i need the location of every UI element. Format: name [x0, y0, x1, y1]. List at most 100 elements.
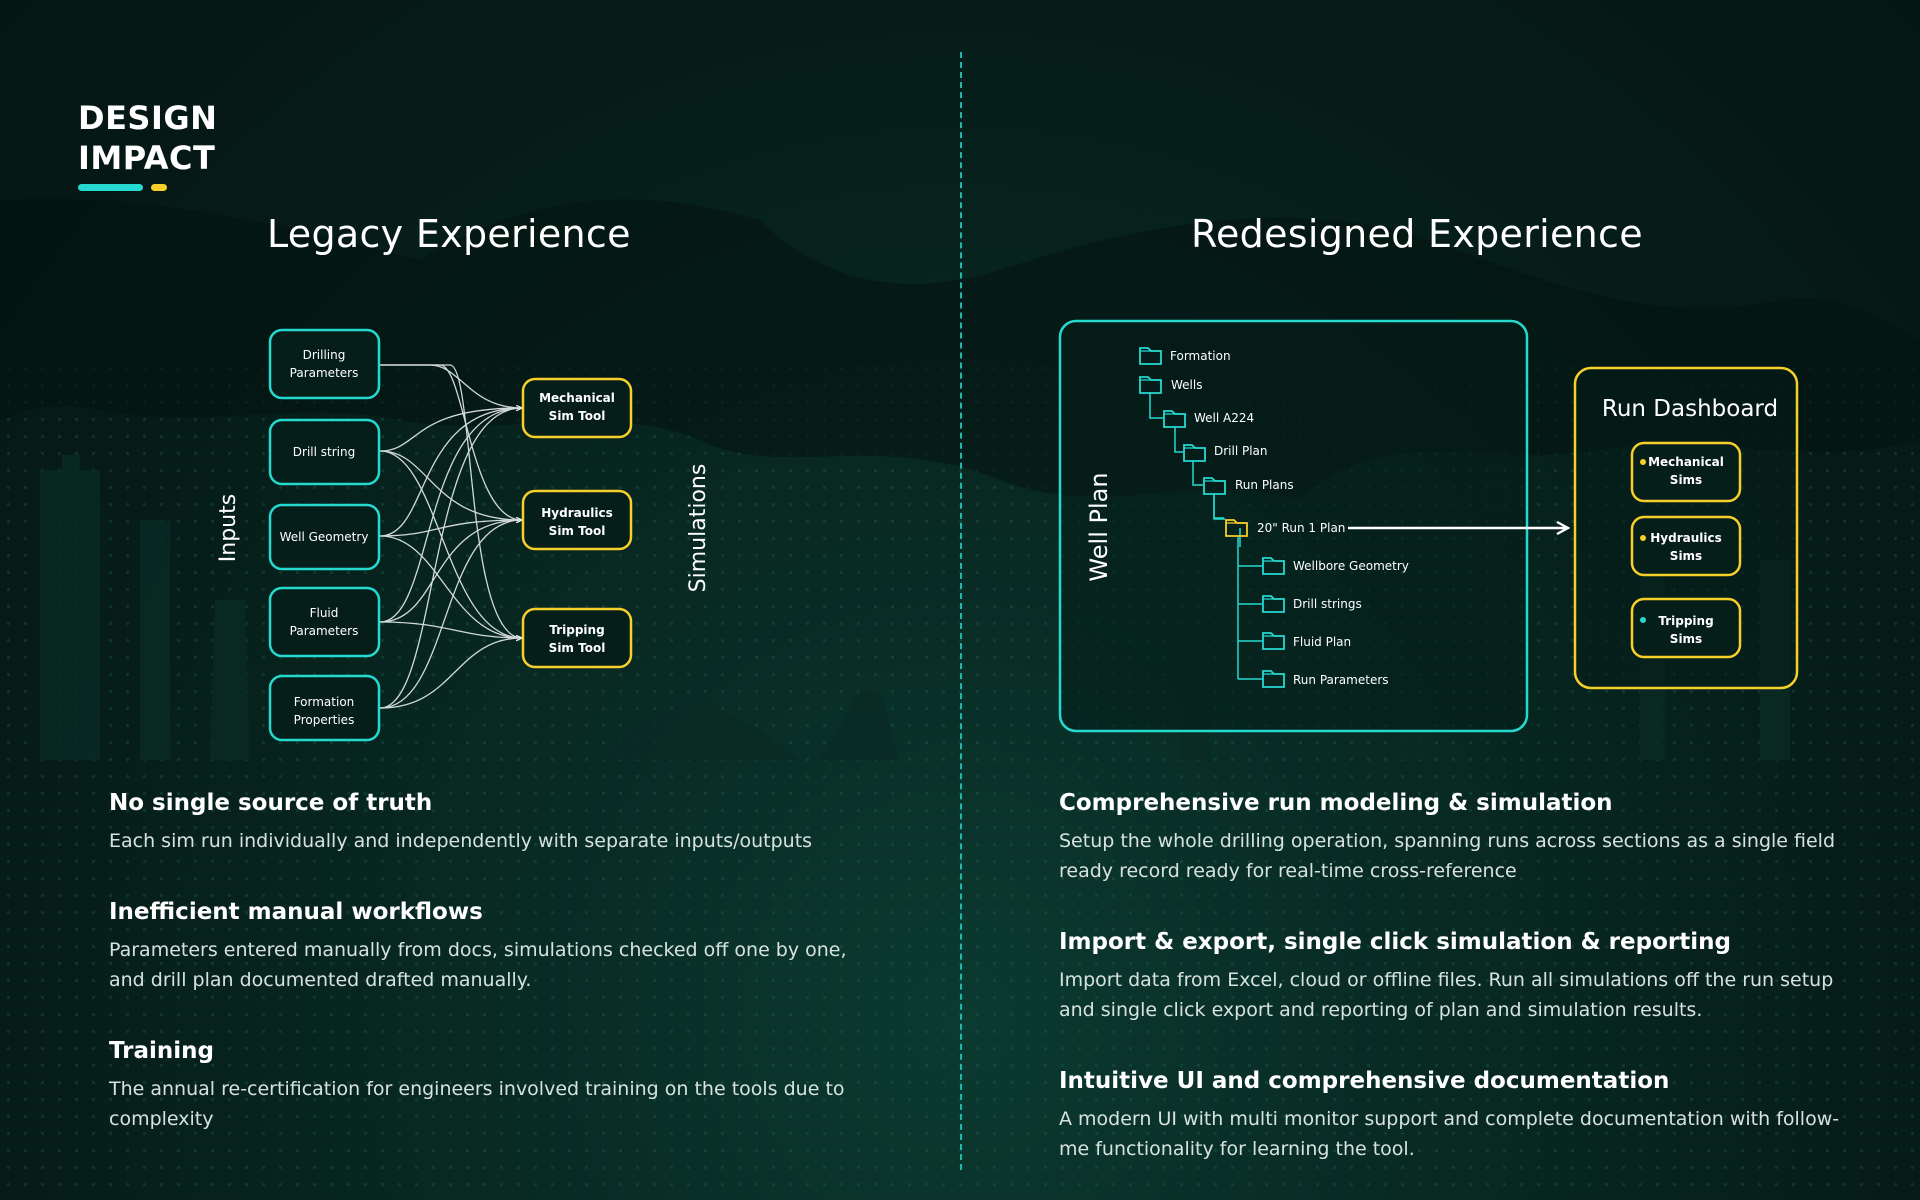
- tree-line: [1213, 494, 1225, 520]
- tree-branch: [1237, 537, 1262, 680]
- connector: [379, 450, 522, 520]
- legacy-point-body: Each sim run individually and independen…: [109, 830, 813, 852]
- legacy-point: No single source of truth Each sim run i…: [109, 788, 909, 856]
- legacy-point: Training The annual re-certification for…: [109, 1036, 899, 1134]
- folder-icon-highlighted: [1225, 519, 1248, 537]
- folder-icon: [1262, 557, 1285, 575]
- redesigned-point-title: Comprehensive run modeling & simulation: [1059, 790, 1613, 816]
- dashboard-item-line2: Sims: [1670, 473, 1702, 487]
- input-node-line2: Parameters: [290, 366, 359, 380]
- redesigned-point-body: Setup the whole drilling operation, span…: [1059, 830, 1836, 882]
- tree-item-child: Run Parameters: [1293, 673, 1389, 687]
- connector: [379, 408, 522, 452]
- page-title: DESIGN IMPACT: [78, 98, 217, 178]
- folder-icon: [1203, 477, 1226, 495]
- tree-item-child: Fluid Plan: [1293, 635, 1351, 649]
- tree-item-well: Well A224: [1194, 411, 1254, 425]
- legacy-point-body: The annual re-certification for engineer…: [109, 1078, 845, 1130]
- redesigned-point: Import & export, single click simulation…: [1059, 927, 1849, 1025]
- legacy-point: Inefficient manual workflows Parameters …: [109, 897, 879, 995]
- status-dot: [1640, 459, 1646, 465]
- section-divider: [960, 52, 962, 1170]
- redesigned-point-title: Intuitive UI and comprehensive documenta…: [1059, 1068, 1670, 1094]
- connector: [379, 450, 522, 638]
- sim-tool-line1: Mechanical: [539, 391, 615, 405]
- accent-bar-yellow: [151, 184, 167, 191]
- tree-item-run-plans: Run Plans: [1235, 478, 1294, 492]
- accent-bar-teal: [78, 184, 143, 191]
- input-node: Drilling Parameters: [268, 328, 381, 400]
- dashboard-item-line2: Sims: [1670, 549, 1702, 563]
- dashboard-item-line2: Sims: [1670, 632, 1702, 646]
- input-node: Well Geometry: [268, 503, 381, 571]
- redesigned-heading: Redesigned Experience: [1191, 212, 1643, 256]
- sim-tool-line1: Tripping: [549, 623, 604, 637]
- redesigned-point: Intuitive UI and comprehensive documenta…: [1059, 1066, 1849, 1164]
- folder-icon: [1163, 410, 1186, 428]
- well-plan-label: Well Plan: [1085, 472, 1113, 581]
- folder-icon: [1183, 444, 1206, 462]
- legacy-point-title: Training: [109, 1038, 215, 1064]
- connector: [380, 364, 522, 638]
- tree-item-wells: Wells: [1171, 378, 1202, 392]
- connector: [379, 520, 522, 537]
- connector: [379, 408, 522, 623]
- tree-item-drill-plan: Drill Plan: [1214, 444, 1268, 458]
- connector: [379, 408, 522, 709]
- legacy-point-title: Inefficient manual workflows: [109, 899, 483, 925]
- input-node-line2: Parameters: [290, 624, 359, 638]
- connector: [379, 638, 522, 709]
- input-node-line1: Fluid: [310, 606, 339, 620]
- legacy-heading: Legacy Experience: [267, 212, 631, 256]
- redesigned-point: Comprehensive run modeling & simulation …: [1059, 788, 1849, 886]
- tree-item-child: Drill strings: [1293, 597, 1362, 611]
- folder-icon: [1262, 632, 1285, 650]
- run-dashboard-title: Run Dashboard: [1602, 396, 1778, 422]
- dashboard-item-line1: Hydraulics: [1650, 531, 1722, 545]
- inputs-axis-label: Inputs: [216, 494, 241, 562]
- dashboard-item-line1: Tripping: [1658, 614, 1713, 628]
- connector: [380, 364, 522, 520]
- connector: [379, 408, 522, 537]
- sim-tool-node: Tripping Sim Tool: [521, 607, 633, 669]
- tree-line: [1192, 461, 1203, 486]
- dashboard-item-line1: Mechanical: [1648, 455, 1724, 469]
- tree-item-run: 20" Run 1 Plan: [1257, 521, 1345, 535]
- redesigned-point-body: Import data from Excel, cloud or offline…: [1059, 969, 1834, 1021]
- redesigned-point-title: Import & export, single click simulation…: [1059, 929, 1731, 955]
- connector: [379, 520, 522, 709]
- sim-tool-line2: Sim Tool: [549, 409, 606, 423]
- input-node-line2: Properties: [294, 713, 355, 727]
- title-line-1: DESIGN: [78, 99, 218, 137]
- sim-tool-line2: Sim Tool: [549, 524, 606, 538]
- folder-icon: [1139, 347, 1162, 365]
- status-dot: [1640, 535, 1646, 541]
- connector: [379, 520, 522, 623]
- legacy-point-body: Parameters entered manually from docs, s…: [109, 939, 847, 991]
- input-node: Fluid Parameters: [268, 586, 381, 658]
- input-node-line1: Formation: [294, 695, 355, 709]
- dashboard-item: Hydraulics Sims: [1630, 515, 1742, 577]
- connector: [379, 535, 522, 638]
- input-node-line1: Drill string: [293, 445, 355, 459]
- input-node: Formation Properties: [268, 674, 381, 742]
- input-node-line1: Well Geometry: [280, 530, 369, 544]
- dashboard-item: Tripping Sims: [1630, 597, 1742, 659]
- redesigned-diagram: Well Plan Formation Wells Well A224: [1058, 319, 1799, 733]
- tree-line: [1174, 427, 1183, 453]
- simulations-axis-label: Simulations: [686, 464, 711, 593]
- legacy-connectors: [379, 364, 522, 709]
- folder-icon: [1139, 376, 1162, 394]
- sim-tool-node: Hydraulics Sim Tool: [521, 489, 633, 551]
- well-plan-panel: [1058, 319, 1529, 733]
- sim-tool-line1: Hydraulics: [541, 506, 613, 520]
- dashboard-item: Mechanical Sims: [1630, 441, 1742, 503]
- status-dot: [1640, 617, 1646, 623]
- tree-item-child: Wellbore Geometry: [1293, 559, 1409, 573]
- connector: [379, 621, 522, 638]
- legacy-diagram: Inputs Simulations Drilling Parameters: [216, 328, 711, 742]
- sim-tool-line2: Sim Tool: [549, 641, 606, 655]
- folder-icon: [1262, 595, 1285, 613]
- folder-icon: [1262, 670, 1285, 688]
